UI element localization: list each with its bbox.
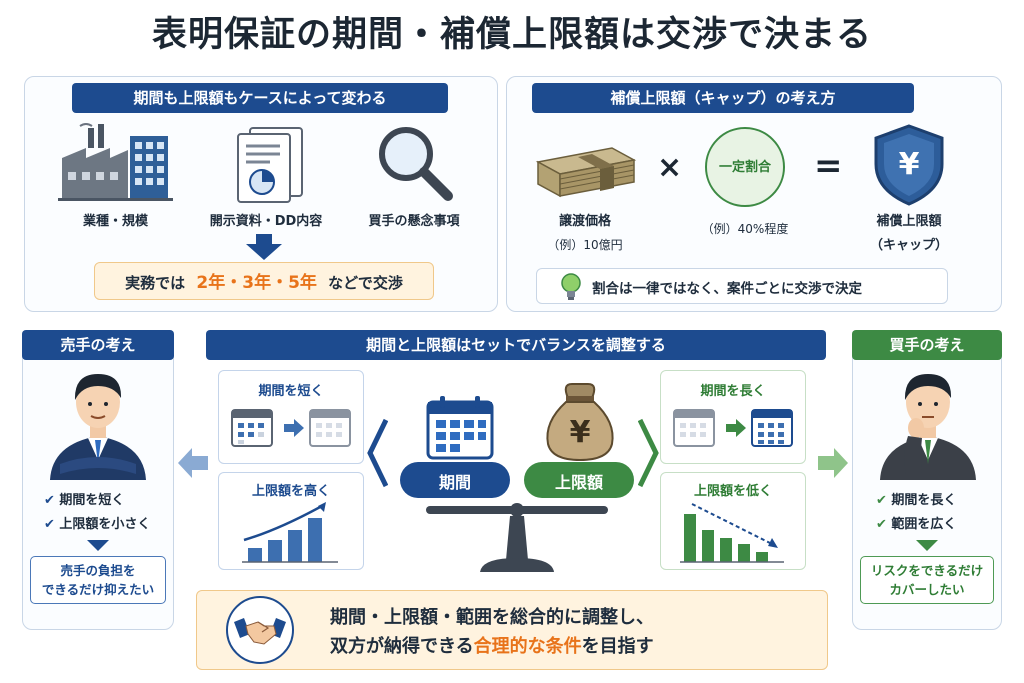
center-header: 期間と上限額はセットでバランスを調整する bbox=[206, 330, 826, 360]
calendar-shorten-icon bbox=[231, 409, 351, 447]
chevron-left-icon bbox=[367, 418, 388, 488]
equals-sign: = bbox=[814, 146, 843, 186]
cap-result-label: 補償上限額 bbox=[876, 214, 942, 229]
seller-check-2: ✔ 上限額を小さく bbox=[44, 517, 151, 532]
conclusion-line2: 双方が納得できる合理的な条件を目指す bbox=[330, 632, 654, 658]
money-bag-yen-glyph: ¥ bbox=[570, 415, 591, 450]
buyer-goal-box: リスクをできるだけ カバーしたい bbox=[860, 556, 994, 604]
conclusion-line2-highlight: 合理的な条件 bbox=[473, 636, 582, 657]
seller-goal-line2: できるだけ抑えたい bbox=[41, 582, 155, 597]
seller-check-1: ✔ 期間を短く bbox=[44, 493, 125, 508]
calendar-extend-icon bbox=[673, 409, 793, 447]
raise-cap-label: 上限額を高く bbox=[251, 484, 330, 499]
factory-icon bbox=[58, 123, 173, 201]
seller-check-1-label: 期間を短く bbox=[59, 493, 125, 508]
conclusion-box bbox=[196, 590, 828, 670]
conclusion-line1: 期間・上限額・範囲を総合的に調整し、 bbox=[330, 607, 654, 628]
transfer-price-label: 譲渡価格 bbox=[558, 214, 611, 229]
buyer-check-2-label: 範囲を広く bbox=[891, 517, 957, 532]
conclusion-line2-suffix: を目指す bbox=[581, 636, 654, 657]
rising-bars-icon bbox=[242, 502, 338, 563]
magnifier-icon bbox=[379, 127, 453, 201]
years-suffix: などで交渉 bbox=[328, 274, 403, 292]
years-prefix: 実務では bbox=[125, 274, 186, 292]
shorten-period-label: 期間を短く bbox=[258, 384, 324, 399]
shield-yen-icon: ¥ bbox=[874, 124, 944, 206]
seller-goal-line1: 売手の負担を bbox=[60, 563, 136, 578]
transfer-price-example: （例）10億円 bbox=[547, 238, 623, 252]
lower-cap-label: 上限額を低く bbox=[693, 484, 772, 499]
negotiation-years-text: 実務では 2年・3年・5年 などで交渉 bbox=[94, 268, 434, 293]
seller-person-icon bbox=[50, 374, 146, 480]
factor-industry-label: 業種・規模 bbox=[82, 214, 148, 229]
handshake-icon bbox=[234, 618, 286, 645]
scale-right-label: 上限額 bbox=[554, 473, 603, 492]
buyer-check-1-label: 期間を長く bbox=[891, 493, 957, 508]
buyer-person-icon bbox=[880, 374, 976, 480]
cap-result-sub: （キャップ） bbox=[869, 238, 948, 253]
extend-period-label: 期間を長く bbox=[700, 384, 766, 399]
shield-yen-glyph: ¥ bbox=[899, 147, 920, 182]
lightbulb-icon bbox=[561, 273, 581, 300]
chevron-right-icon bbox=[638, 418, 659, 488]
seller-check-2-label: 上限額を小さく bbox=[59, 517, 151, 532]
buyer-goal-line1: リスクをできるだけ bbox=[870, 563, 984, 578]
fixed-ratio-example: （例）40%程度 bbox=[701, 222, 789, 236]
falling-bars-icon bbox=[680, 503, 784, 563]
down-arrow-icon bbox=[246, 234, 282, 260]
buyer-check-2: ✔ 範囲を広く bbox=[876, 517, 957, 532]
times-sign: × bbox=[657, 150, 683, 185]
conclusion-line2-prefix: 双方が納得できる bbox=[330, 636, 474, 657]
money-bag-icon: ¥ bbox=[546, 383, 614, 462]
balance-scale-icon bbox=[426, 503, 608, 572]
page-title: 表明保証の期間・補償上限額は交渉で決まる bbox=[151, 15, 872, 55]
seller-header: 売手の考え bbox=[22, 330, 174, 360]
buyer-header: 買手の考え bbox=[852, 330, 1002, 360]
calendar-icon bbox=[426, 396, 494, 460]
scale-right-pan bbox=[524, 462, 634, 498]
tip-box bbox=[536, 268, 948, 304]
scale-left-label: 期間 bbox=[438, 473, 471, 492]
years-highlight: 2年・3年・5年 bbox=[196, 273, 317, 293]
money-stack-icon bbox=[535, 147, 637, 198]
left-arrow-icon bbox=[178, 448, 208, 478]
seller-goal-box: 売手の負担を できるだけ抑えたい bbox=[30, 556, 166, 604]
buyer-down-arrow-icon bbox=[916, 540, 938, 551]
fixed-ratio-circle bbox=[705, 127, 785, 207]
factor-disclosure-label: 開示資料・DD内容 bbox=[209, 214, 323, 229]
case-panel-header: 期間も上限額もケースによって変わる bbox=[72, 83, 448, 113]
right-arrow-icon bbox=[818, 448, 848, 478]
fixed-ratio-label: 一定割合 bbox=[718, 160, 771, 175]
negotiation-years-box bbox=[94, 262, 434, 300]
factor-buyer-concern-label: 買手の懸念事項 bbox=[368, 214, 460, 229]
scale-left-pan bbox=[400, 462, 510, 498]
documents-icon bbox=[237, 127, 303, 203]
seller-down-arrow-icon bbox=[87, 540, 109, 551]
buyer-goal-line2: カバーしたい bbox=[889, 582, 965, 597]
cap-panel-header: 補償上限額（キャップ）の考え方 bbox=[532, 83, 914, 113]
tip-text: 割合は一律ではなく、案件ごとに交渉で決定 bbox=[592, 281, 862, 297]
buyer-check-1: ✔ 期間を長く bbox=[876, 493, 957, 508]
